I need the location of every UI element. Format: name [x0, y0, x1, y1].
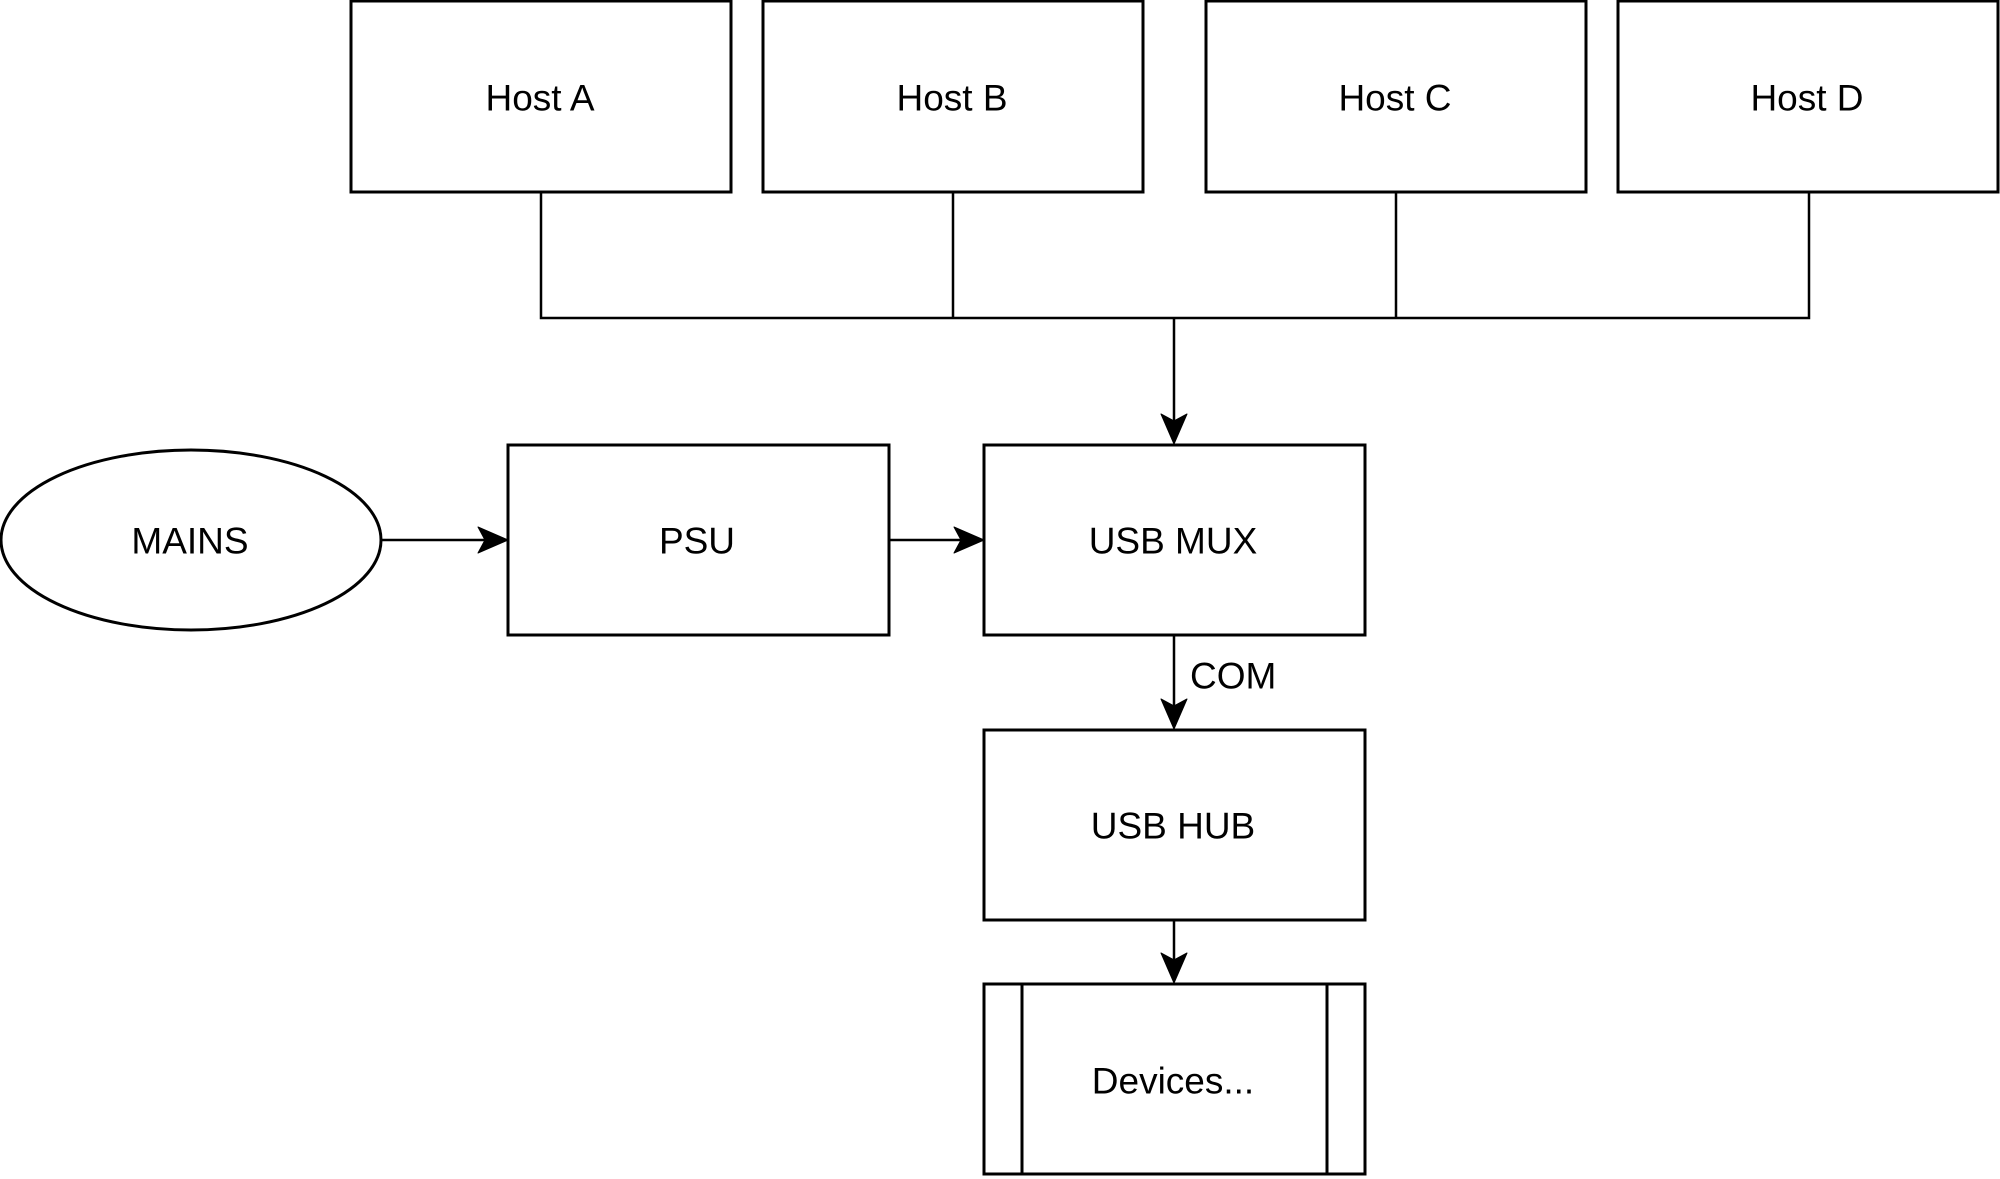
node-mains-label: MAINS [131, 521, 248, 562]
host-bus-connector [539, 192, 1811, 445]
node-usb-hub-label: USB HUB [1091, 806, 1255, 847]
edge-mains-to-psu [381, 526, 509, 554]
node-host-d-label: Host D [1750, 78, 1863, 119]
node-host-b: Host B [761, 0, 1145, 194]
edge-label-com: COM [1190, 656, 1276, 697]
node-host-b-label: Host B [896, 78, 1007, 119]
edge-mux-to-hub: COM [1160, 635, 1276, 730]
arrow-psu-to-mux [953, 526, 985, 554]
node-usb-mux: USB MUX [982, 443, 1367, 637]
node-psu: PSU [506, 443, 891, 637]
node-devices: Devices... [982, 982, 1367, 1176]
node-usb-mux-label: USB MUX [1089, 521, 1258, 562]
edge-hub-to-devices [1160, 920, 1188, 984]
node-host-c-label: Host C [1338, 78, 1451, 119]
node-host-c: Host C [1204, 0, 1588, 194]
node-devices-label: Devices... [1092, 1061, 1254, 1102]
node-host-a-label: Host A [486, 78, 595, 119]
node-host-a: Host A [349, 0, 733, 194]
edge-psu-to-mux [889, 526, 985, 554]
node-mains: MAINS [0, 448, 383, 632]
node-usb-hub: USB HUB [982, 728, 1367, 922]
arrow-mux-to-hub [1160, 698, 1188, 730]
node-host-d: Host D [1616, 0, 2000, 194]
arrow-bus-to-mux [1160, 413, 1188, 445]
arrow-mains-to-psu [477, 526, 509, 554]
arrow-hub-to-devices [1160, 952, 1188, 984]
node-psu-label: PSU [659, 521, 735, 562]
